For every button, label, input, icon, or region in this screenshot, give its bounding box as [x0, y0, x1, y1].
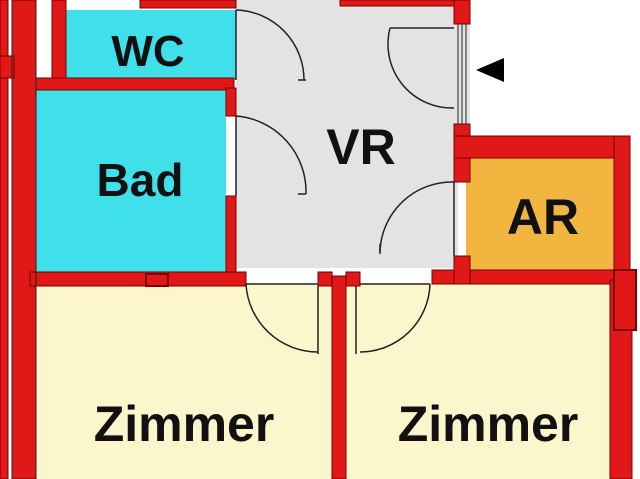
room-bad [36, 90, 226, 274]
room-zimmer-right [346, 284, 618, 479]
room-zimmer-left [36, 284, 332, 479]
room-label-wc: WC [111, 27, 184, 76]
room-label-vr: VR [326, 119, 395, 175]
room-label-ar: AR [507, 189, 579, 245]
triangle-left-icon [476, 58, 504, 82]
room-label-zimmer-right: Zimmer [398, 396, 579, 452]
room-label-zimmer-left: Zimmer [94, 396, 275, 452]
room-vr [236, 0, 470, 268]
room-ar [466, 158, 614, 270]
room-label-bad: Bad [97, 154, 184, 206]
room-wc [64, 10, 236, 80]
doors [235, 9, 455, 354]
wall-edges [11, 0, 467, 479]
